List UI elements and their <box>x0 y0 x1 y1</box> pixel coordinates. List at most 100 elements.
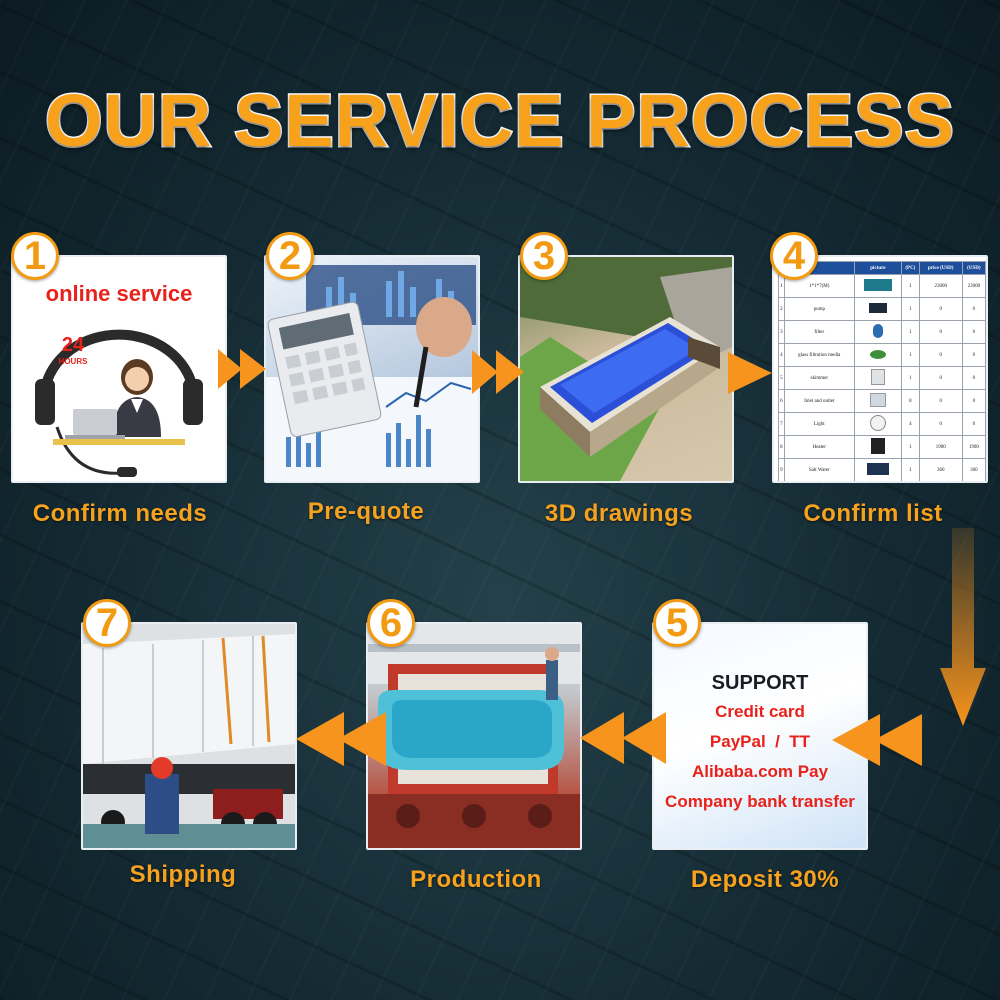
quote-cell: filter <box>783 320 855 344</box>
truck-loading-illustration <box>83 624 295 848</box>
quote-header-cell: (PC) <box>900 261 920 275</box>
hours-text: HOURS <box>59 357 89 366</box>
quote-cell: 0 <box>918 297 963 321</box>
step-5-label: Deposit 30% <box>690 866 840 893</box>
arrow-right-icon <box>472 350 524 394</box>
quote-cell: 1 <box>900 435 920 459</box>
quote-header-cell: price (USD) <box>918 261 963 275</box>
quote-cell: Heater <box>783 435 855 459</box>
quote-cell: 0 <box>918 343 963 367</box>
arrow-down-icon <box>940 528 986 726</box>
quote-picture-cell <box>853 297 902 321</box>
quote-cell: 23000 <box>918 274 963 298</box>
customer-service-illustration: 24 HOURS <box>35 329 203 477</box>
support-heading: SUPPORT <box>711 672 809 694</box>
quote-cell: 0 <box>961 320 986 344</box>
quote-picture-cell <box>853 320 902 344</box>
quote-cell: 0 <box>961 297 986 321</box>
step-6-number: 6 <box>367 599 415 647</box>
step-3-card <box>518 255 734 483</box>
quote-picture-cell <box>853 389 902 413</box>
step-5-card: SUPPORT Credit card PayPal / TT Alibaba.… <box>652 622 868 850</box>
quote-cell: 1 <box>900 274 920 298</box>
online-service-text: online service <box>45 281 193 306</box>
quote-cell: 0 <box>918 412 963 436</box>
calculator-charts-illustration <box>266 265 478 481</box>
step-1-label: Confirm needs <box>32 500 208 527</box>
quote-header-cell: (USD) <box>961 261 986 275</box>
quote-picture-cell <box>853 435 902 459</box>
step-6-label: Production <box>410 866 542 893</box>
quote-cell: 4 <box>900 412 920 436</box>
quote-cell: 0 <box>961 389 986 413</box>
payment-method-item: Alibaba.com Pay <box>691 762 829 781</box>
step-2-number: 2 <box>266 232 314 280</box>
step-5-number: 5 <box>653 599 701 647</box>
quote-cell: 1900 <box>918 435 963 459</box>
arrow-left-icon <box>580 712 666 764</box>
step-3-number: 3 <box>520 232 568 280</box>
quote-cell: 360 <box>961 458 986 481</box>
step-1-card: online service 24 HOURS <box>11 255 227 483</box>
step-3-label: 3D drawings <box>544 500 694 527</box>
arrow-left-icon <box>296 712 386 766</box>
step-6-card <box>366 622 582 850</box>
hours-number: 24 <box>62 334 85 356</box>
quote-header-cell: picture <box>853 261 902 275</box>
step-7-card <box>81 622 297 850</box>
step-4-number: 4 <box>770 232 818 280</box>
arrow-right-icon <box>728 352 772 394</box>
quote-cell: 1900 <box>961 435 986 459</box>
quote-cell: Salt Water <box>783 458 855 481</box>
step-7-number: 7 <box>83 599 131 647</box>
arrow-left-icon <box>832 714 922 766</box>
quote-cell: 0 <box>961 366 986 390</box>
arrow-right-icon <box>218 349 266 389</box>
pool-production-illustration <box>368 624 580 848</box>
pool-render-illustration <box>520 257 732 481</box>
quote-picture-cell <box>853 412 902 436</box>
quote-cell: 0 <box>918 389 963 413</box>
quote-cell: skimmer <box>783 366 855 390</box>
quote-cell: 23000 <box>961 274 986 298</box>
quote-cell: pump <box>783 297 855 321</box>
quote-cell: 360 <box>918 458 963 481</box>
quote-picture-cell <box>853 343 902 367</box>
quote-cell: Inlet and outlet <box>783 389 855 413</box>
step-7-label: Shipping <box>129 861 237 888</box>
step-4-label: Confirm list <box>803 500 943 527</box>
quote-cell: 1 <box>900 343 920 367</box>
quote-cell: 1 <box>900 320 920 344</box>
quote-picture-cell <box>853 274 902 298</box>
step-2-label: Pre-quote <box>307 498 425 525</box>
step-1-number: 1 <box>11 232 59 280</box>
payment-method-item: Credit card <box>715 702 805 721</box>
quote-cell: 1 <box>900 366 920 390</box>
quote-cell: 1 <box>900 297 920 321</box>
quote-cell: 1 <box>900 458 920 481</box>
quote-cell: 0 <box>961 343 986 367</box>
quote-cell: glass filtration media <box>783 343 855 367</box>
step-2-card <box>264 255 480 483</box>
quote-cell: 0 <box>918 320 963 344</box>
quote-picture-cell <box>853 458 902 481</box>
quote-cell: Light <box>783 412 855 436</box>
quote-cell: 0 <box>961 412 986 436</box>
quote-picture-cell <box>853 366 902 390</box>
payment-method-item: PayPal / TT <box>709 732 811 751</box>
page-title: OUR SERVICE PROCESS <box>44 78 956 164</box>
quote-cell: 0 <box>918 366 963 390</box>
payment-method-item: Company bank transfer <box>665 792 855 811</box>
quote-cell: 8 <box>900 389 920 413</box>
